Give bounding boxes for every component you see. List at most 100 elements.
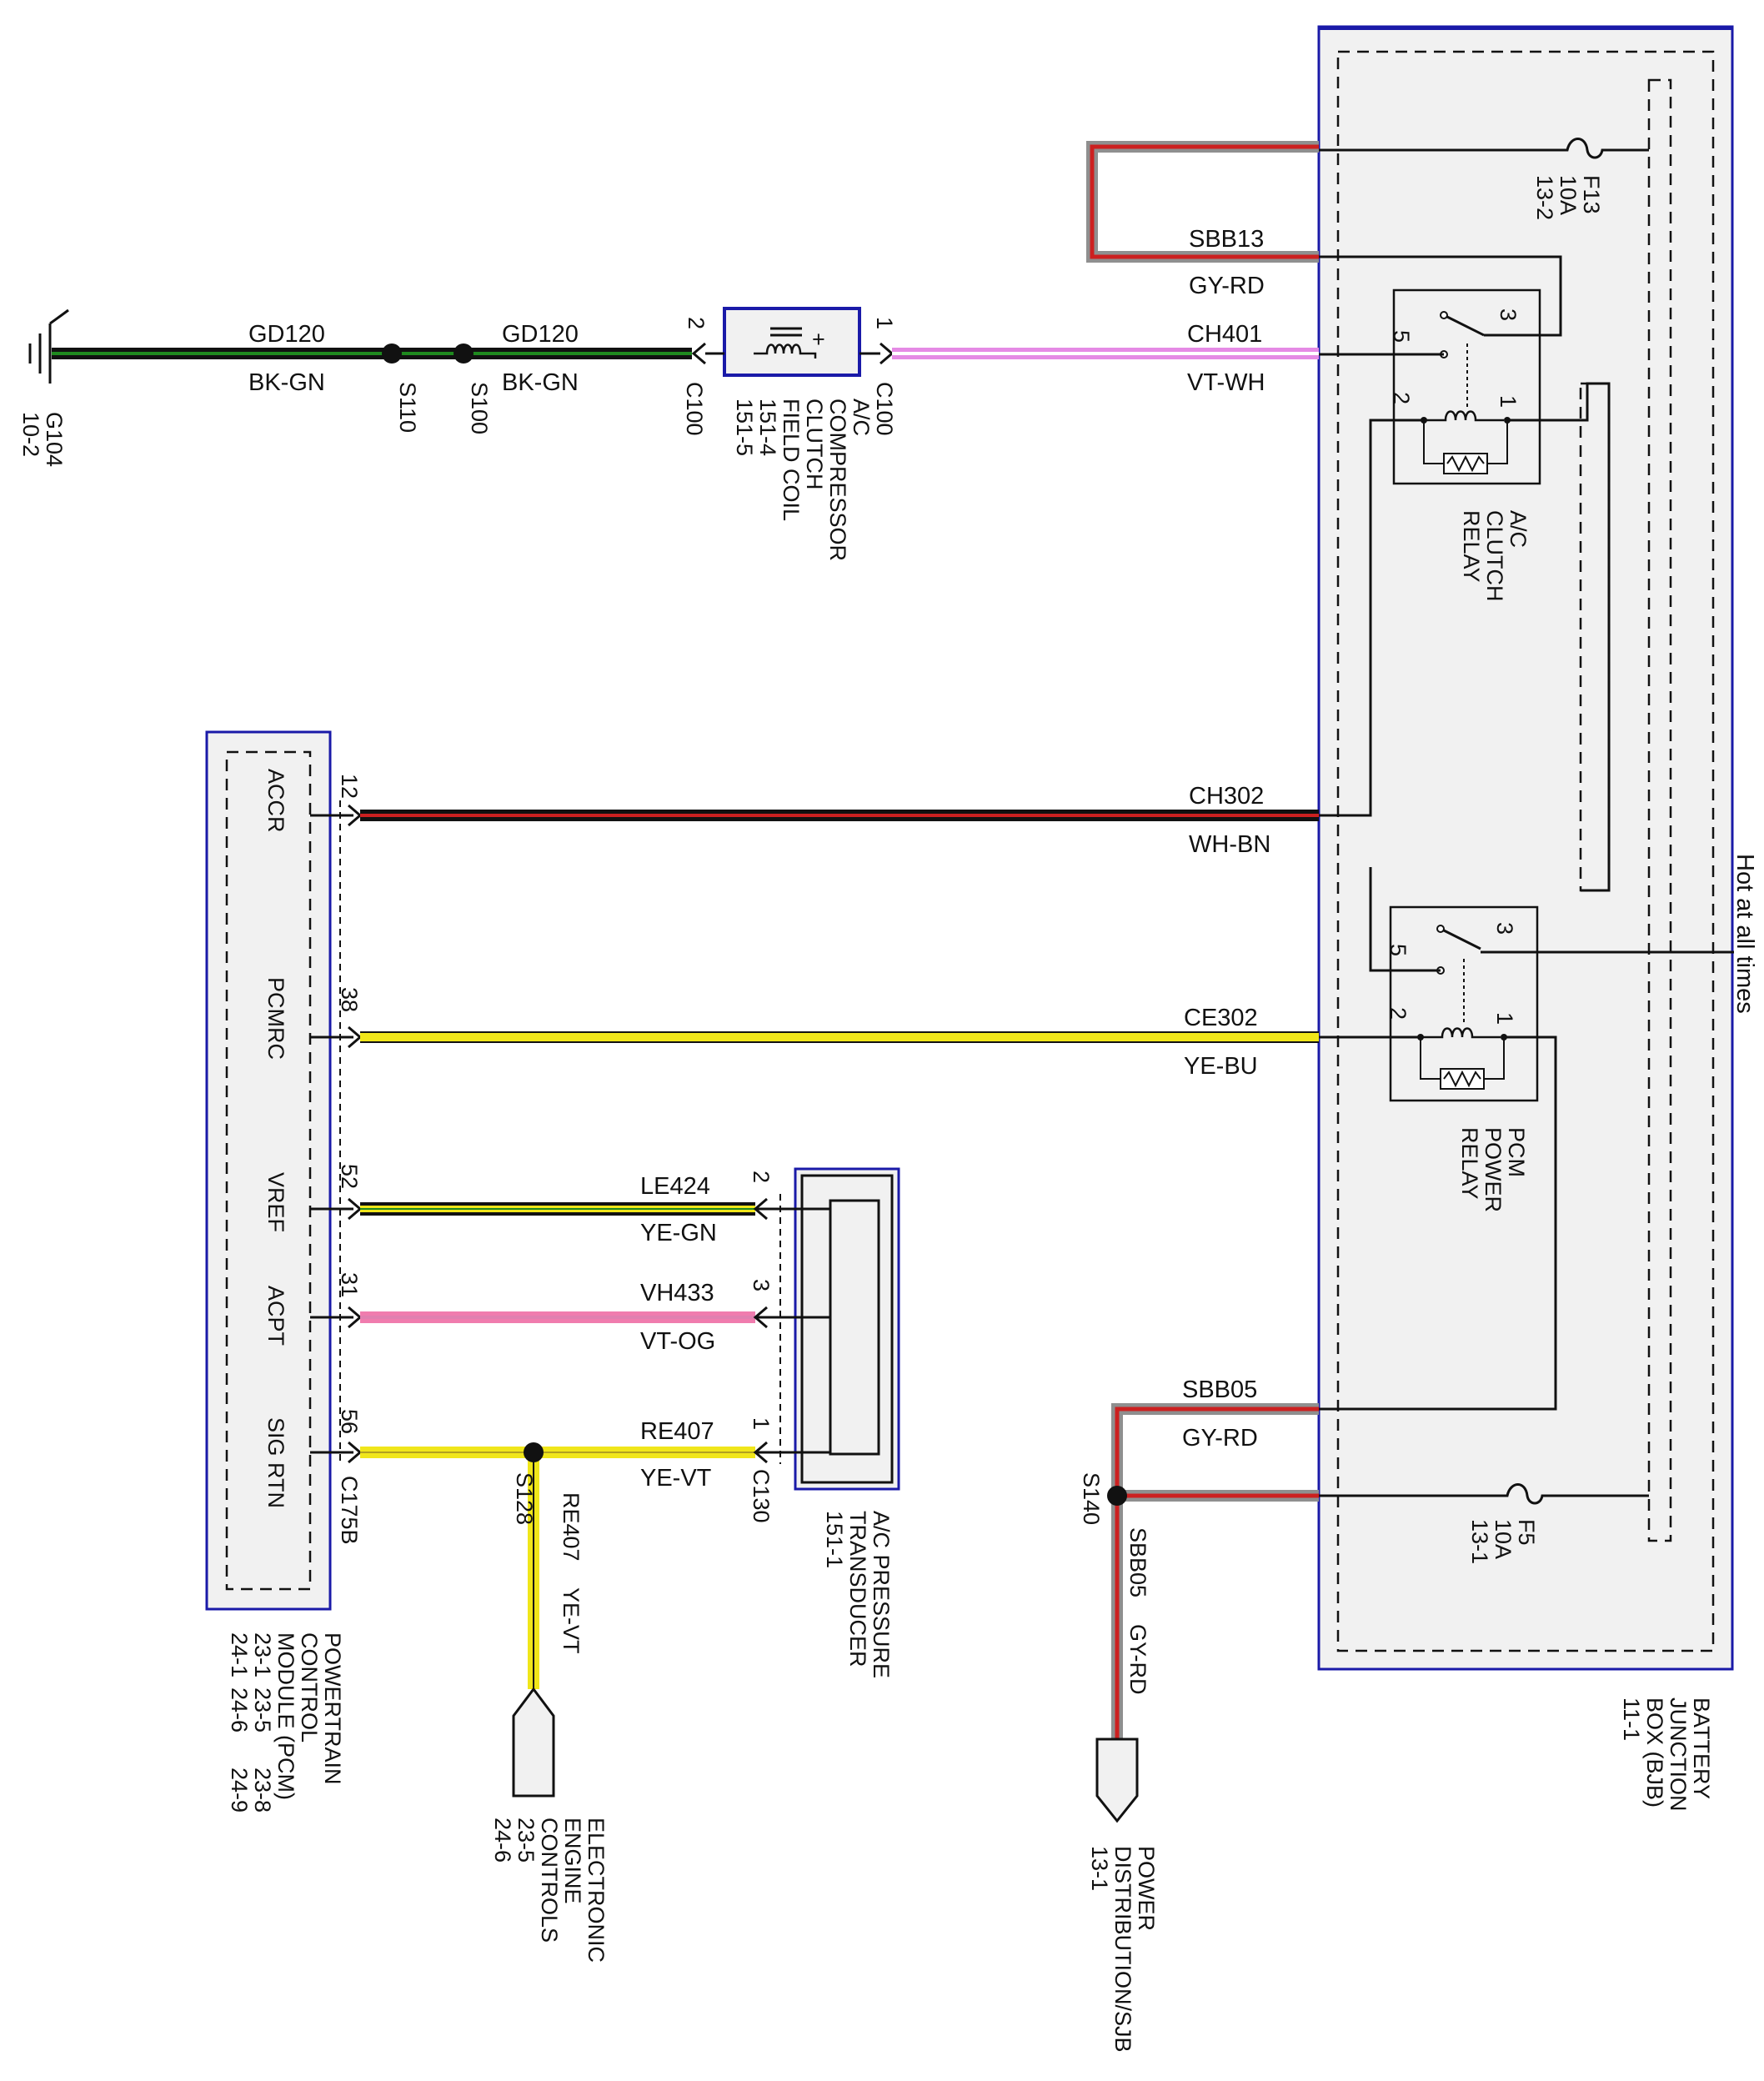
pcm-power-relay-label-line2: POWER: [1481, 1127, 1506, 1212]
pcm-pin-name-sig-rtn: SIG RTN: [263, 1417, 288, 1508]
sbb05-down-color: GY-RD: [1125, 1624, 1150, 1695]
compressor-label-line6: 151-5: [732, 399, 757, 456]
splice-s140: [1107, 1486, 1127, 1506]
ac-clutch-relay-pin-3: 3: [1496, 308, 1521, 321]
pcm-pin-name-acpt: ACPT: [263, 1286, 288, 1346]
f5-label-rating: 10A: [1491, 1519, 1516, 1559]
splice-s100-label: S100: [467, 382, 492, 434]
bjb-label-line2: JUNCTION: [1666, 1697, 1691, 1812]
re407-circuit: RE407: [640, 1418, 714, 1445]
compressor-label-line5: 151-4: [755, 399, 780, 456]
transducer-pin-2: 2: [749, 1171, 774, 1183]
bjb-label: BATTERY JUNCTION BOX (BJB) 11-1: [1619, 1697, 1714, 1812]
ch302-circuit: CH302: [1189, 783, 1264, 810]
eec-label-line1: ELECTRONIC: [584, 1818, 609, 1963]
compressor-conn-left: C100: [682, 382, 707, 436]
hot-at-all-times-label: Hot at all times: [1731, 854, 1758, 1014]
sbb05-color: GY-RD: [1182, 1425, 1258, 1452]
eec-label-line5: 24-6: [490, 1818, 515, 1863]
bjb-label-line1: BATTERY: [1689, 1697, 1714, 1799]
compressor-clutch-housing: [723, 307, 861, 377]
sbb13-color: GY-RD: [1189, 273, 1265, 299]
bjb-housing: [1317, 25, 1734, 1671]
pcm-pin-name-accr: ACCR: [263, 769, 288, 833]
bjb-inner-boundary: [1336, 50, 1715, 1652]
splice-s140-label: S140: [1079, 1472, 1104, 1525]
pcm-power-relay-label-line3: RELAY: [1457, 1127, 1482, 1200]
transducer-label-line1: A/C PRESSURE: [869, 1511, 894, 1678]
pcm-ref-1: 23-1: [250, 1632, 275, 1677]
vh433-color: VT-OG: [640, 1328, 715, 1355]
ac-clutch-relay-label-line1: A/C: [1506, 510, 1531, 548]
ch401-circuit: CH401: [1187, 321, 1262, 348]
pcm-pin-52: 52: [337, 1164, 362, 1189]
sbb05-circuit: SBB05: [1182, 1376, 1257, 1403]
pcm-pin-38: 38: [337, 987, 362, 1012]
pcm-power-relay-label-line1: PCM: [1504, 1127, 1529, 1177]
sbb05-wire: [1111, 1403, 1319, 1751]
ac-clutch-relay-contact: [1443, 313, 1485, 337]
re407-wire: [360, 1447, 755, 1689]
pcm-power-relay-label: PCM POWER RELAY: [1457, 1127, 1529, 1212]
power-distribution-label-line2: DISTRIBUTION/SJB: [1110, 1846, 1135, 2053]
pcm-power-relay: 3 5 2 1: [1386, 905, 1539, 1102]
ac-clutch-relay-coil: [1424, 410, 1504, 422]
le424-color: YE-GN: [640, 1220, 717, 1246]
power-distribution-pointer-icon: [1095, 1738, 1139, 1823]
transducer-frame: [800, 1174, 894, 1484]
f5-label-ref: 13-1: [1467, 1519, 1492, 1564]
power-distribution-label-line1: POWER: [1134, 1846, 1159, 1931]
battery-junction-box: [1317, 25, 1734, 1671]
c100-terminal-left: [691, 342, 706, 365]
coil-winding: [754, 343, 817, 359]
pcm-power-relay-contact: [1440, 927, 1481, 950]
re407-down-color: YE-VT: [559, 1587, 584, 1654]
ac-compressor-clutch: + 2 1 C100 C100 A/C COMPRESSOR CLUTCH FI…: [682, 307, 897, 561]
sbb13-to-relay: [1319, 255, 1562, 337]
splice-s128: [524, 1442, 544, 1462]
f5-feed: [1319, 1483, 1649, 1505]
pcm-relay-coil-ground: [1319, 1035, 1557, 1411]
transducer-pin-1: 1: [749, 1417, 774, 1430]
power-distribution-label-line3: 13-1: [1087, 1846, 1112, 1891]
bjb-power-bus: [1647, 78, 1672, 1542]
f13-label-name: F13: [1579, 175, 1604, 214]
transducer-sensor: [829, 1199, 880, 1456]
vh433-circuit: VH433: [640, 1280, 714, 1306]
ch401-color: VT-WH: [1187, 369, 1265, 396]
eec-label-line3: CONTROLS: [537, 1818, 562, 1943]
sbb13-wire: [1086, 141, 1319, 263]
pcm-pin-name-vref: VREF: [263, 1172, 288, 1232]
splice-s110: [382, 343, 402, 364]
compressor-label-line4: FIELD COIL: [779, 399, 804, 521]
ac-relay-dashed-tie: [1579, 382, 1611, 892]
pcm-label-line2: CONTROL: [297, 1632, 322, 1743]
ground-id: G104: [42, 412, 67, 467]
bjb-label-line3: BOX (BJB): [1642, 1697, 1667, 1808]
ac-clutch-relay-resistor-zigzag: [1446, 454, 1485, 473]
ac-clutch-relay-label-line3: RELAY: [1459, 510, 1484, 583]
pcm-ref-5: 24-6: [227, 1687, 252, 1732]
power-distribution-sjb: POWER DISTRIBUTION/SJB 13-1: [1087, 1738, 1159, 2053]
ac-clutch-relay-label: A/C CLUTCH RELAY: [1459, 510, 1531, 602]
ground-g104: G104 10-2: [18, 308, 69, 467]
re407-color: YE-VT: [640, 1465, 712, 1492]
transducer-label-line3: 151-1: [822, 1511, 847, 1568]
f13-label-ref: 13-2: [1532, 175, 1557, 220]
fuse-f5-label: F5 10A 13-1: [1467, 1519, 1539, 1564]
ac-clutch-relay-common-terminal: [1440, 311, 1448, 319]
ac-pressure-transducer: 2 3 1 C130 A/C PRESSURE TRANSDUCER 151-1: [749, 1167, 900, 1678]
f5-label-name: F5: [1514, 1519, 1539, 1546]
pcm-power-relay-resistor-zigzag: [1443, 1070, 1481, 1088]
eec-pointer-icon: [512, 1687, 555, 1798]
pcm-power-relay-housing: [1389, 905, 1539, 1102]
eec-label-line4: 23-5: [514, 1818, 539, 1863]
gd120-color-b: BK-GN: [502, 369, 579, 396]
bjb-internal-wiring: [1319, 138, 1734, 1505]
c100-terminal-right: [879, 342, 895, 365]
pcm-ref-6: 24-9: [227, 1768, 252, 1813]
pcm-power-relay-coil: [1421, 1027, 1501, 1039]
pcm-power-relay-pin-5: 5: [1386, 944, 1411, 956]
gd120-circuit-b: GD120: [502, 321, 579, 348]
